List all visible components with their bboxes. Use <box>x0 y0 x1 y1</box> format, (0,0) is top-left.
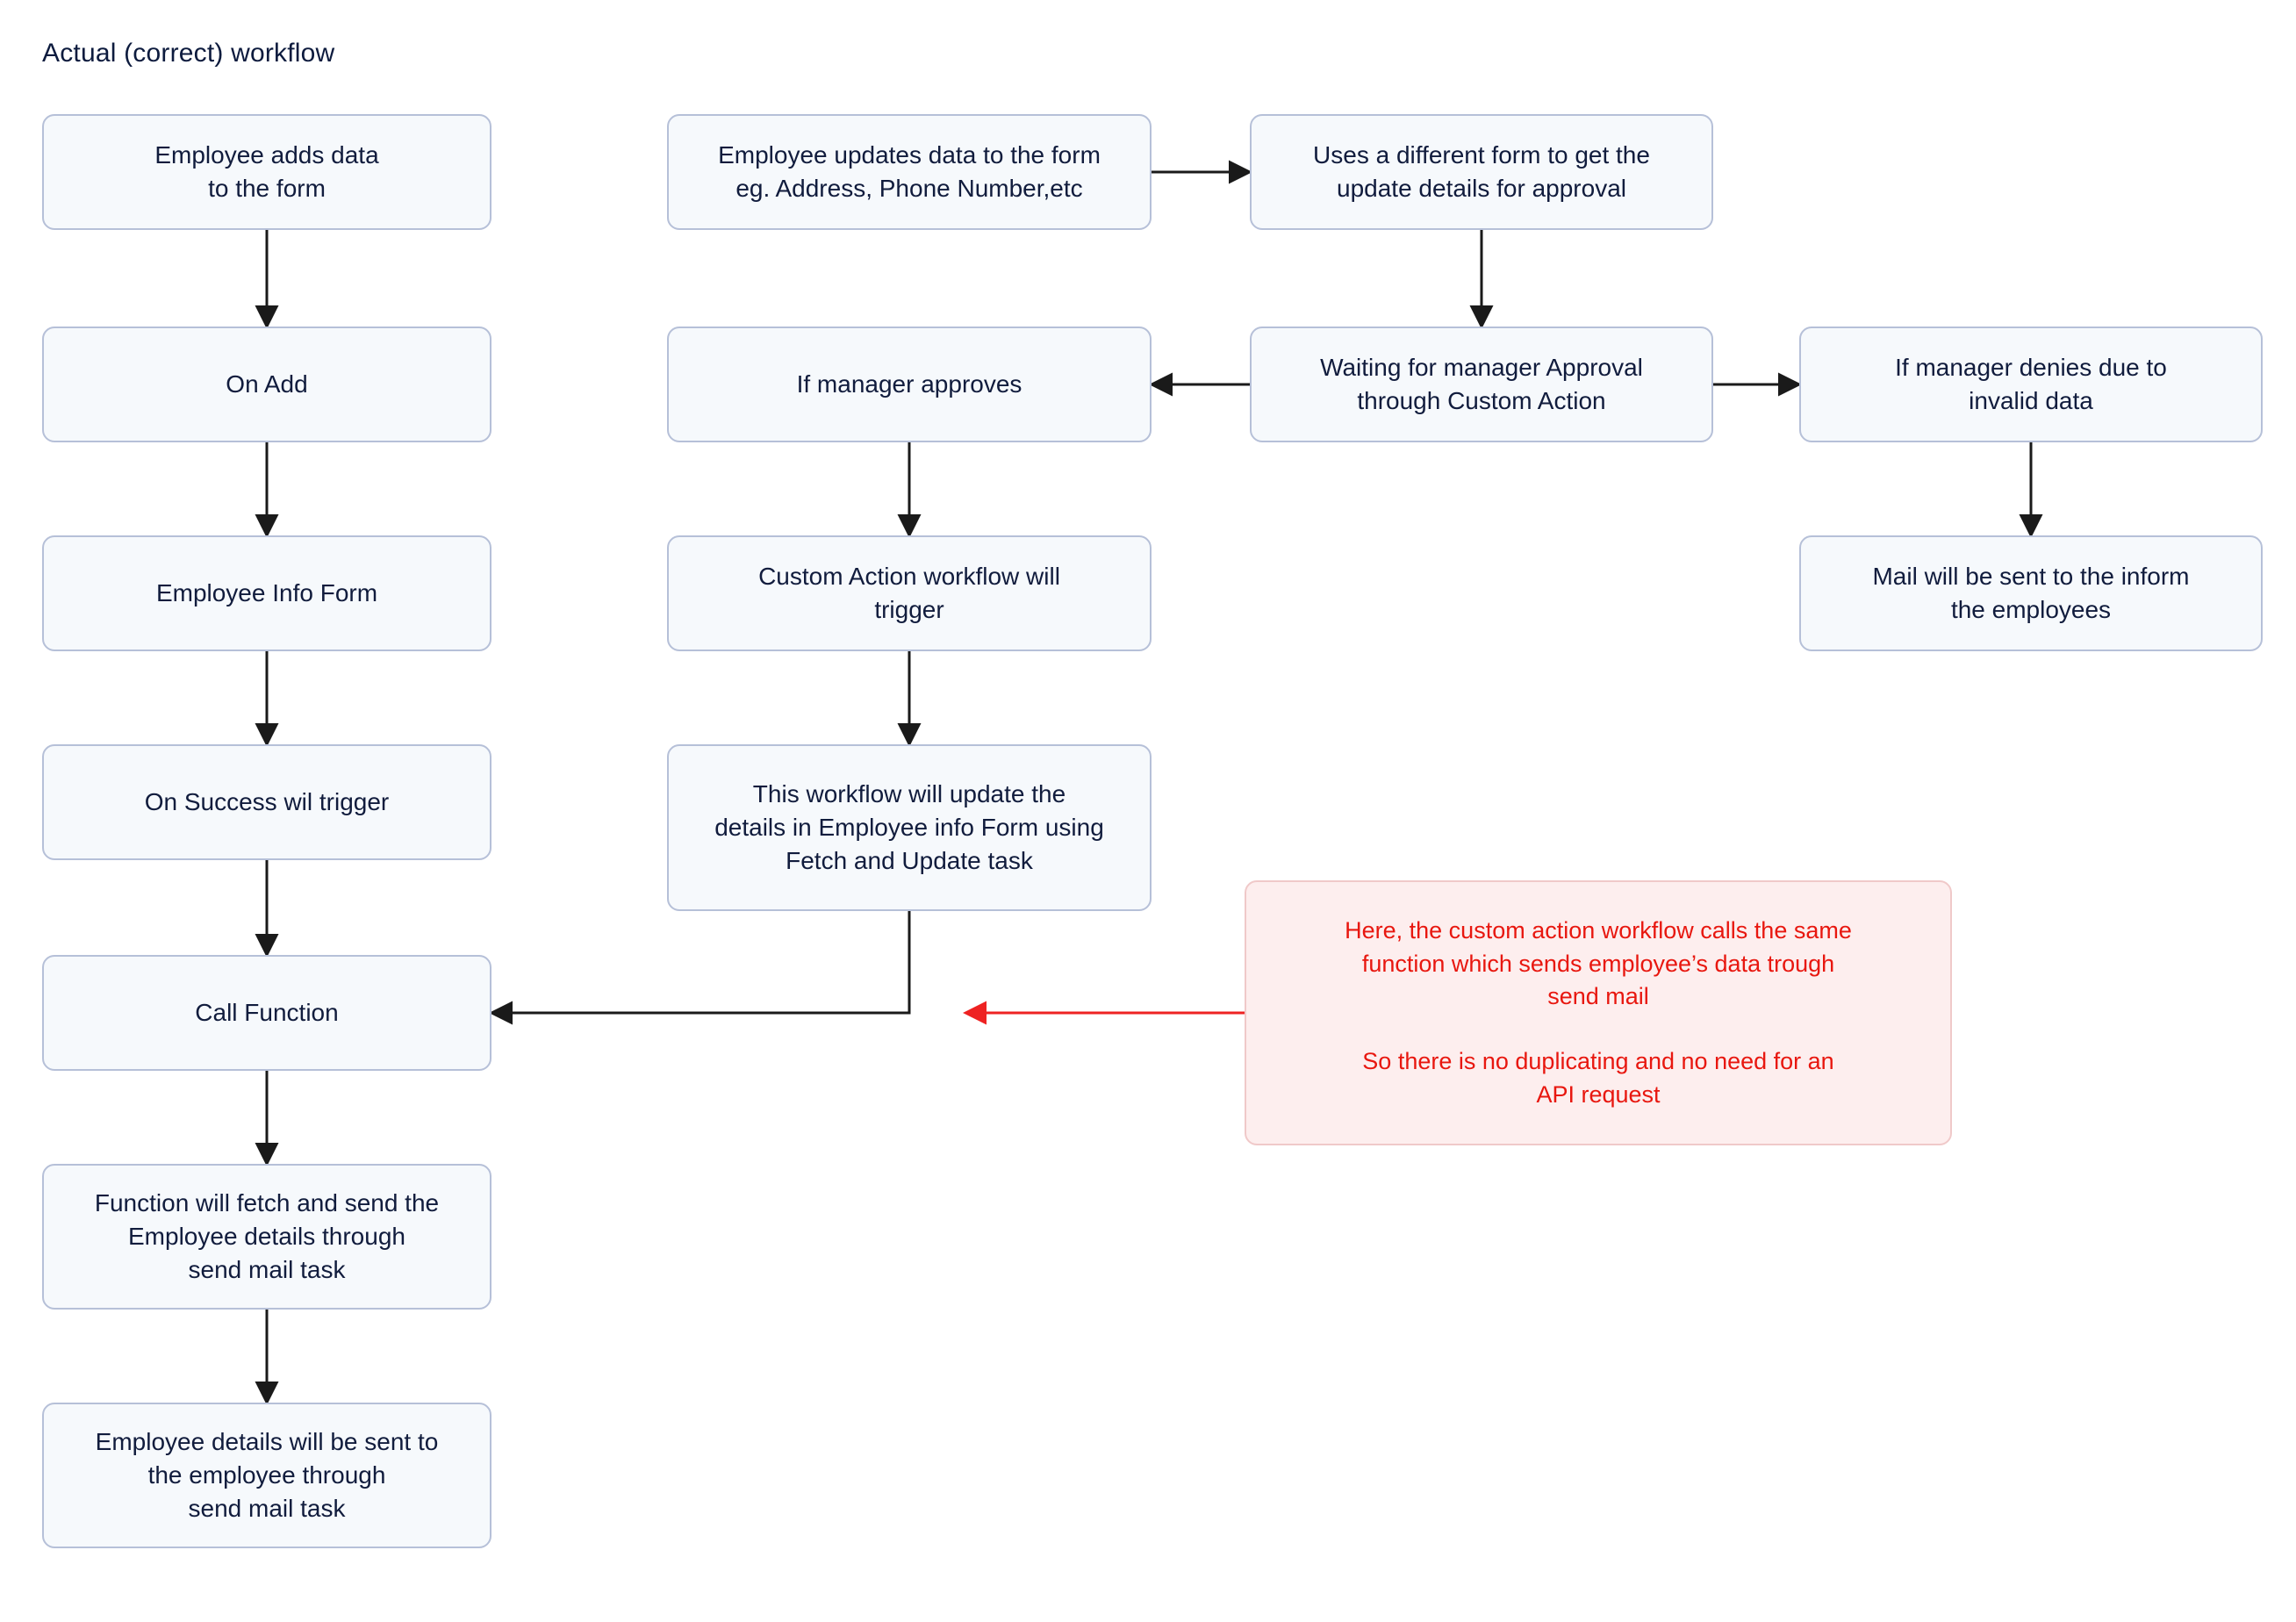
node-employee-adds-data[interactable]: Employee adds data to the form <box>42 114 491 230</box>
node-label: If manager approves <box>796 370 1022 398</box>
node-waiting-for-manager-approval[interactable]: Waiting for manager Approval through Cus… <box>1250 327 1713 442</box>
node-employee-details-sent[interactable]: Employee details will be sent to the emp… <box>42 1403 491 1548</box>
node-workflow-will-update-details[interactable]: This workflow will update the details in… <box>667 744 1152 911</box>
node-label: Custom Action workflow will trigger <box>758 563 1060 623</box>
edge-update-to-callfn <box>489 911 911 1025</box>
node-employee-info-form[interactable]: Employee Info Form <box>42 535 491 651</box>
node-label: On Add <box>226 370 308 398</box>
node-if-manager-approves[interactable]: If manager approves <box>667 327 1152 442</box>
node-label: On Success wil trigger <box>144 788 390 816</box>
node-label: Uses a different form to get the update … <box>1313 141 1650 202</box>
node-label: Employee adds data to the form <box>154 141 379 202</box>
node-label: Employee details will be sent to the emp… <box>95 1428 439 1522</box>
node-label: Mail will be sent to the inform the empl… <box>1872 563 2190 623</box>
node-call-function[interactable]: Call Function <box>42 955 491 1071</box>
note-label: Here, the custom action workflow calls t… <box>1345 917 1852 1108</box>
node-label: This workflow will update the details in… <box>714 780 1104 874</box>
node-on-success-wil-trigger[interactable]: On Success wil trigger <box>42 744 491 860</box>
node-label: Employee updates data to the form eg. Ad… <box>718 141 1101 202</box>
node-label: Waiting for manager Approval through Cus… <box>1320 354 1643 414</box>
node-label: Function will fetch and send the Employe… <box>94 1189 440 1283</box>
node-employee-updates-data[interactable]: Employee updates data to the form eg. Ad… <box>667 114 1152 230</box>
node-function-will-fetch-and-send[interactable]: Function will fetch and send the Employe… <box>42 1164 491 1310</box>
node-label: Employee Info Form <box>155 579 378 607</box>
diagram-title: Actual (correct) workflow <box>42 39 335 68</box>
node-custom-action-workflow-trigger[interactable]: Custom Action workflow will trigger <box>667 535 1152 651</box>
node-mail-will-be-sent[interactable]: Mail will be sent to the inform the empl… <box>1799 535 2263 651</box>
node-uses-different-form[interactable]: Uses a different form to get the update … <box>1250 114 1713 230</box>
node-label: Call Function <box>195 999 339 1027</box>
note-red-annotation[interactable]: Here, the custom action workflow calls t… <box>1245 880 1952 1145</box>
node-if-manager-denies[interactable]: If manager denies due to invalid data <box>1799 327 2263 442</box>
node-on-add[interactable]: On Add <box>42 327 491 442</box>
node-label: If manager denies due to invalid data <box>1895 354 2167 414</box>
